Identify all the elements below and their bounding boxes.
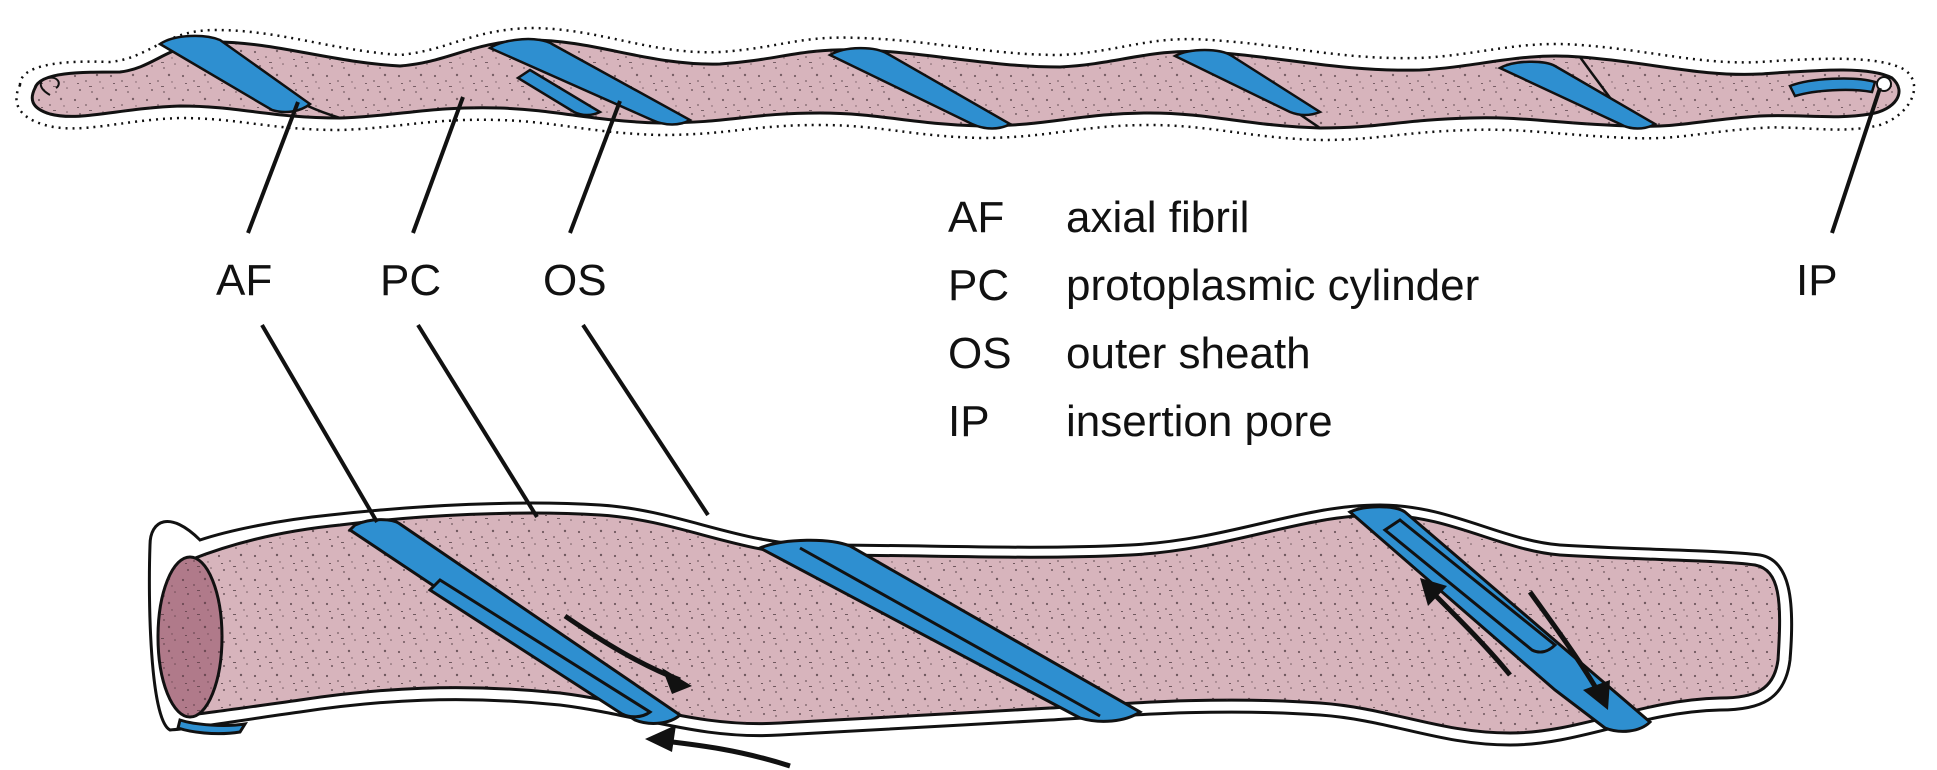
- arrow-bottom-left: [655, 740, 790, 766]
- pc-leader-top: [413, 97, 463, 233]
- arrowhead-2: [645, 725, 676, 752]
- legend-abbr-af: AF: [948, 193, 1004, 242]
- bottom-cylinder-enlarged: [149, 503, 1791, 766]
- legend-abbr-os: OS: [948, 329, 1012, 378]
- legend-text-ip: insertion pore: [1066, 397, 1333, 446]
- top-spirochete: [16, 28, 1914, 140]
- legend-text-os: outer sheath: [1066, 329, 1311, 378]
- pc-leader-bottom: [418, 325, 537, 517]
- legend-abbr-ip: IP: [948, 397, 990, 446]
- label-pc: PC: [380, 256, 441, 305]
- label-ip: IP: [1796, 256, 1838, 305]
- legend: AF axial fibril PC protoplasmic cylinder…: [948, 193, 1479, 446]
- label-os: OS: [543, 256, 607, 305]
- os-leader-top: [570, 101, 620, 233]
- legend-abbr-pc: PC: [948, 261, 1009, 310]
- legend-text-af: axial fibril: [1066, 193, 1249, 242]
- part-labels: AF PC OS IP: [216, 256, 1838, 305]
- af-leader-bottom: [262, 325, 377, 522]
- label-af: AF: [216, 256, 272, 305]
- leader-lines: [248, 88, 1880, 522]
- af-leader-top: [248, 102, 298, 233]
- os-leader-bottom: [583, 325, 708, 515]
- legend-text-pc: protoplasmic cylinder: [1066, 261, 1479, 310]
